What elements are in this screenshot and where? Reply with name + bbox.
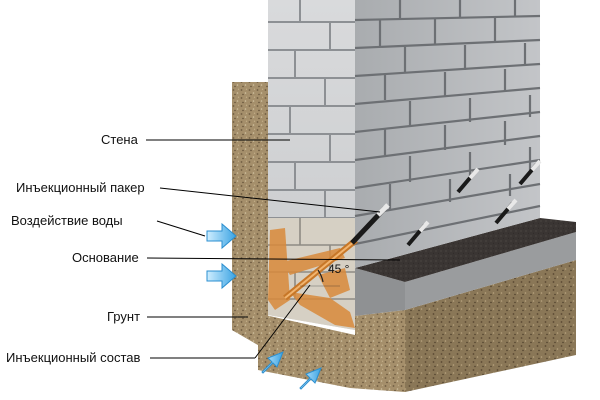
angle-label: 45 ° xyxy=(328,262,350,276)
foundation-side xyxy=(355,268,405,316)
label-foundation: Основание xyxy=(72,250,139,265)
label-water-impact: Воздействие воды xyxy=(11,213,123,228)
wall-front-bricks xyxy=(268,0,355,219)
injection-packer-icon xyxy=(518,159,542,186)
compound-leader xyxy=(254,284,311,359)
soil-block-front xyxy=(232,300,405,392)
injection-packer-icon xyxy=(406,220,430,247)
water-arrow-icon xyxy=(206,222,237,250)
injection-compound-area xyxy=(268,228,355,328)
water-arrow-icon xyxy=(261,351,284,374)
foundation-top xyxy=(355,218,576,282)
injection-packer-icon xyxy=(350,203,390,245)
injection-packer-icon xyxy=(456,167,480,194)
label-injection-packer: Инъекционный пакер xyxy=(16,180,145,195)
label-wall: Стена xyxy=(101,132,138,147)
angle-arc xyxy=(317,269,324,283)
label-injection-compound: Инъекционный состав xyxy=(6,350,141,365)
soil-block-right xyxy=(405,260,576,392)
foundation-front xyxy=(405,232,576,310)
water-arrow-icon xyxy=(206,262,237,290)
injection-packer-icon xyxy=(494,198,518,225)
soil-block-back xyxy=(232,82,268,345)
water-arrow-icon xyxy=(299,367,322,390)
wall-side-bricks xyxy=(354,0,541,246)
leader-lines xyxy=(146,139,401,359)
label-soil: Грунт xyxy=(107,309,141,324)
